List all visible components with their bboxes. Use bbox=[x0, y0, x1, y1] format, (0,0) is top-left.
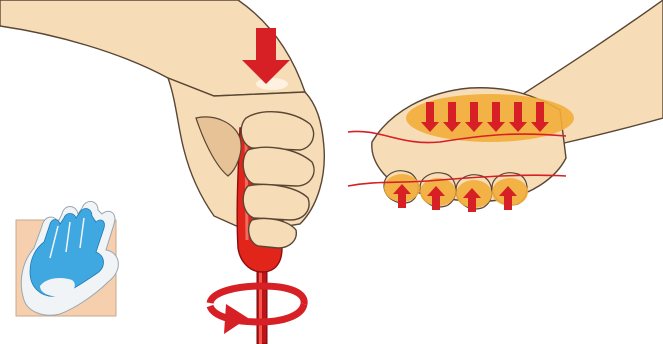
right-hand-pressure-group bbox=[347, 0, 663, 212]
left-finger-4 bbox=[247, 217, 297, 249]
pressure-up-arrow bbox=[499, 186, 517, 210]
left-finger-1 bbox=[240, 111, 315, 151]
glove-palm-spot bbox=[40, 278, 75, 297]
handle-outline-bottom bbox=[347, 174, 567, 187]
pressure-down-arrow bbox=[465, 102, 483, 132]
left-hand-screwdriver-group bbox=[0, 0, 325, 344]
pressure-up-arrows bbox=[393, 184, 517, 212]
pressure-down-arrow bbox=[509, 102, 527, 132]
pressure-down-arrow bbox=[443, 102, 461, 132]
pressure-down-arrows bbox=[421, 102, 549, 132]
down-arrow-icon bbox=[242, 28, 290, 84]
pressure-down-arrow bbox=[531, 102, 549, 132]
pressure-up-arrow bbox=[393, 184, 411, 208]
glove-icon bbox=[15, 201, 119, 317]
left-finger-2 bbox=[242, 146, 315, 187]
pressure-up-arrow bbox=[463, 188, 481, 212]
left-thumb bbox=[195, 116, 242, 177]
left-finger-3 bbox=[242, 183, 310, 221]
pressure-up-arrow bbox=[427, 186, 445, 210]
handle-outline-top bbox=[347, 130, 567, 144]
pressure-down-arrow bbox=[487, 102, 505, 132]
rotate-arrow-icon bbox=[206, 282, 308, 305]
rotate-arrowhead bbox=[224, 304, 248, 334]
pressure-down-arrow bbox=[421, 102, 439, 132]
